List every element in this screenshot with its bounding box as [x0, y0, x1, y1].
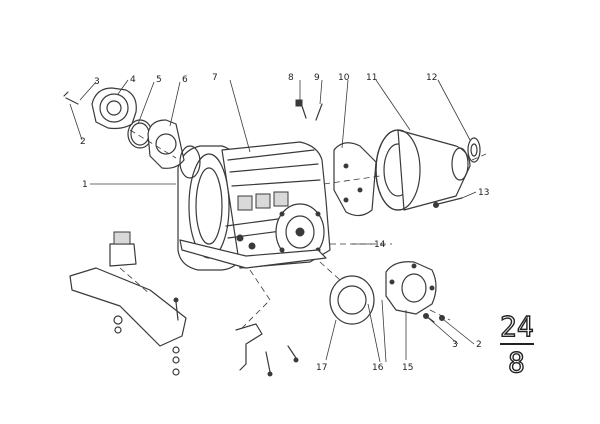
callout-13: 13 — [478, 188, 489, 198]
callout-12: 12 — [426, 73, 437, 83]
callout-1: 1 — [82, 180, 88, 190]
callout-5: 5 — [156, 75, 162, 85]
callout-6: 6 — [182, 75, 188, 85]
callout-10: 10 — [338, 73, 350, 83]
callout-9: 9 — [314, 73, 320, 83]
callout-14: 14 — [374, 240, 386, 250]
extension-housing — [295, 99, 481, 217]
transmission-case — [177, 141, 331, 271]
assembly-lines — [119, 129, 487, 331]
page-ref-bottom: 8 — [508, 346, 525, 379]
callout-16: 16 — [372, 363, 384, 373]
callout-8: 8 — [288, 73, 294, 83]
callout-11: 11 — [366, 73, 377, 83]
callout-labels: 1 2 2 3 3 4 5 6 7 8 9 10 11 12 13 14 15 … — [80, 73, 489, 373]
callout-17: 17 — [316, 363, 327, 373]
leader-lines — [69, 79, 477, 363]
callout-7: 7 — [212, 73, 218, 83]
callout-3: 3 — [94, 77, 100, 87]
front-cover-assembly — [63, 87, 201, 179]
rear-cover-assembly — [329, 261, 445, 325]
mount-and-crossmember — [69, 231, 299, 377]
callout-4: 4 — [130, 75, 136, 85]
callout-2: 2 — [476, 340, 482, 350]
page-reference: 24 8 — [499, 309, 534, 379]
callout-2: 2 — [80, 137, 86, 147]
page-ref-top: 24 — [500, 310, 534, 343]
callout-15: 15 — [402, 363, 413, 373]
callout-3: 3 — [452, 340, 458, 350]
